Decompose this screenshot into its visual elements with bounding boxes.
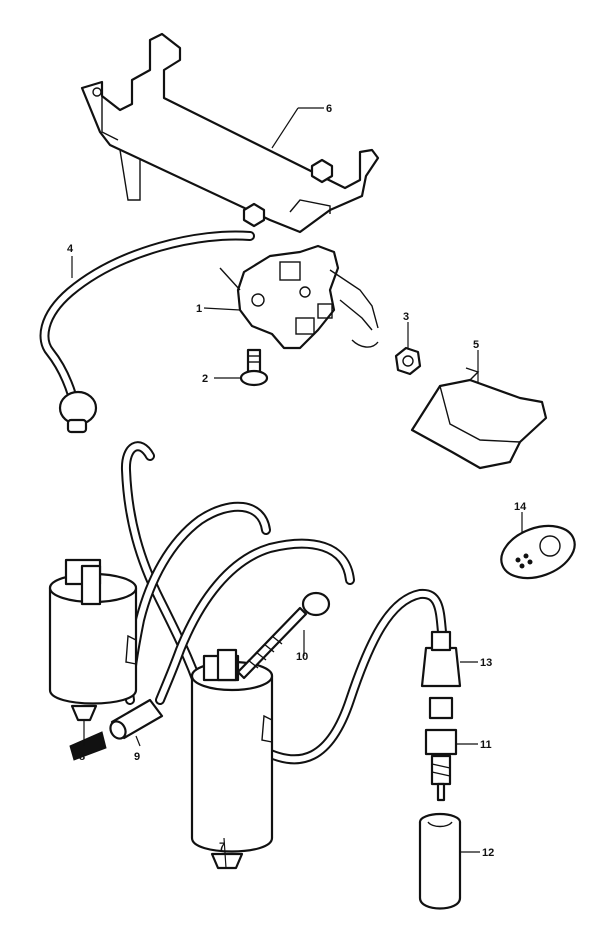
nut[interactable] [394, 346, 422, 376]
callout-9: 9 [134, 751, 140, 763]
bolt[interactable] [239, 348, 269, 387]
plug-cap[interactable] [420, 630, 462, 688]
mounting-bracket[interactable] [80, 32, 380, 234]
callout-14: 14 [514, 501, 527, 513]
front-arrow-icon [69, 731, 107, 761]
long-bolt[interactable] [236, 591, 331, 680]
callout-11: 11 [480, 739, 492, 751]
callout-7: 7 [219, 841, 225, 853]
regulator-assembly[interactable] [219, 244, 379, 350]
callout-4: 4 [67, 243, 74, 255]
callout-2: 2 [202, 373, 208, 385]
ignition-coil-left[interactable] [48, 558, 138, 722]
callout-13: 13 [480, 657, 492, 669]
high-tension-wire[interactable] [257, 588, 447, 765]
ignition-lead-cable[interactable] [39, 230, 255, 434]
leader-lines [71, 107, 523, 869]
callout-12: 12 [482, 847, 494, 859]
callout-labels: 1 2 3 4 5 6 7 8 9 10 11 12 13 14 [67, 103, 527, 859]
callout-6: 6 [326, 103, 332, 115]
callout-3: 3 [403, 311, 409, 323]
rubber-cover[interactable] [410, 367, 548, 470]
decal[interactable] [494, 516, 582, 587]
callout-1: 1 [196, 303, 202, 315]
breather-tubes[interactable] [107, 441, 355, 741]
callout-10: 10 [296, 651, 308, 663]
ignition-coil-right[interactable] [190, 648, 274, 870]
plug-cover[interactable] [418, 812, 462, 910]
callout-8: 8 [79, 751, 85, 763]
spark-plug[interactable] [424, 696, 458, 802]
callout-5: 5 [473, 339, 479, 351]
